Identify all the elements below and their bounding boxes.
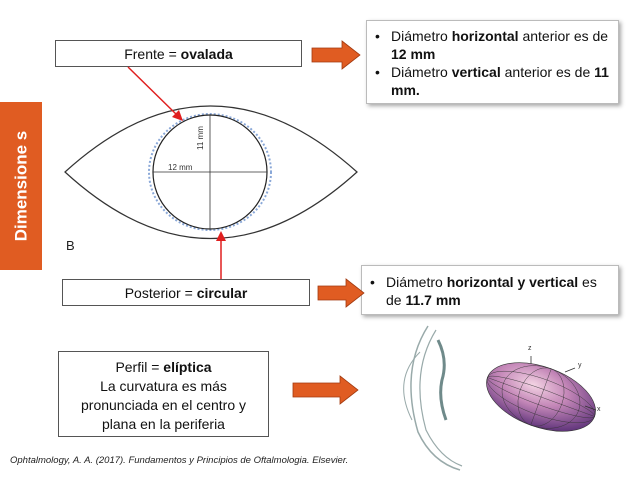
posterior-prefix: Posterior =: [124, 284, 193, 301]
perfil-value: elíptica: [163, 359, 212, 375]
posterior-box: Posterior = circular: [62, 279, 310, 306]
perfil-line-2: La curvatura es más: [100, 378, 227, 394]
bullet-horizontal: Diámetro horizontal anterior es de 12 mm: [373, 27, 612, 63]
perfil-box: Perfil = elíptica La curvatura es más pr…: [58, 351, 269, 437]
axis-x-line: [584, 405, 597, 411]
frente-prefix: Frente =: [124, 45, 177, 62]
eye-outline: [64, 105, 358, 239]
cornea-dashed-ring: [148, 113, 272, 231]
arrow-right-icon: [292, 375, 359, 405]
axis-x-label: x: [597, 406, 601, 413]
profile-lens-arc: [403, 351, 421, 421]
bullet-vertical: Diámetro vertical anterior es de 11 mm.: [373, 63, 612, 99]
perfil-line-3: pronunciada en el centro y: [81, 397, 246, 413]
label-12mm: 12 mm: [168, 163, 193, 172]
posterior-diameters-box: Diámetro horizontal y vertical es de 11.…: [361, 265, 619, 315]
bullet-posterior: Diámetro horizontal y vertical es de 11.…: [368, 273, 612, 309]
arrow-right-icon: [317, 278, 365, 308]
citation-text: Ophtalmology, A. A. (2017). Fundamentos …: [10, 455, 349, 466]
profile-outer-curve: [410, 325, 461, 471]
axis-z-label: z: [528, 345, 532, 352]
perfil-line-4: plana en la periferia: [102, 416, 225, 432]
anterior-diameters-box: Diámetro horizontal anterior es de 12 mm…: [366, 20, 619, 104]
label-b: B: [66, 238, 75, 253]
axis-y-label: y: [578, 362, 582, 369]
red-arrowhead-icon: [216, 231, 226, 241]
frente-box: Frente = ovalada: [55, 40, 302, 67]
profile-ring-band: [436, 339, 448, 421]
arrow-right-icon: [311, 40, 361, 70]
posterior-value: circular: [196, 284, 248, 301]
red-pointer-line: [127, 66, 179, 117]
perfil-prefix: Perfil =: [115, 359, 164, 375]
axis-y-line: [564, 367, 576, 373]
red-arrowhead-icon: [172, 110, 183, 121]
profile-inner-curve: [419, 329, 463, 467]
frente-value: ovalada: [180, 45, 233, 62]
ellipsoid-shape: [486, 362, 596, 432]
side-title-tab: Dimensione s: [0, 102, 42, 270]
